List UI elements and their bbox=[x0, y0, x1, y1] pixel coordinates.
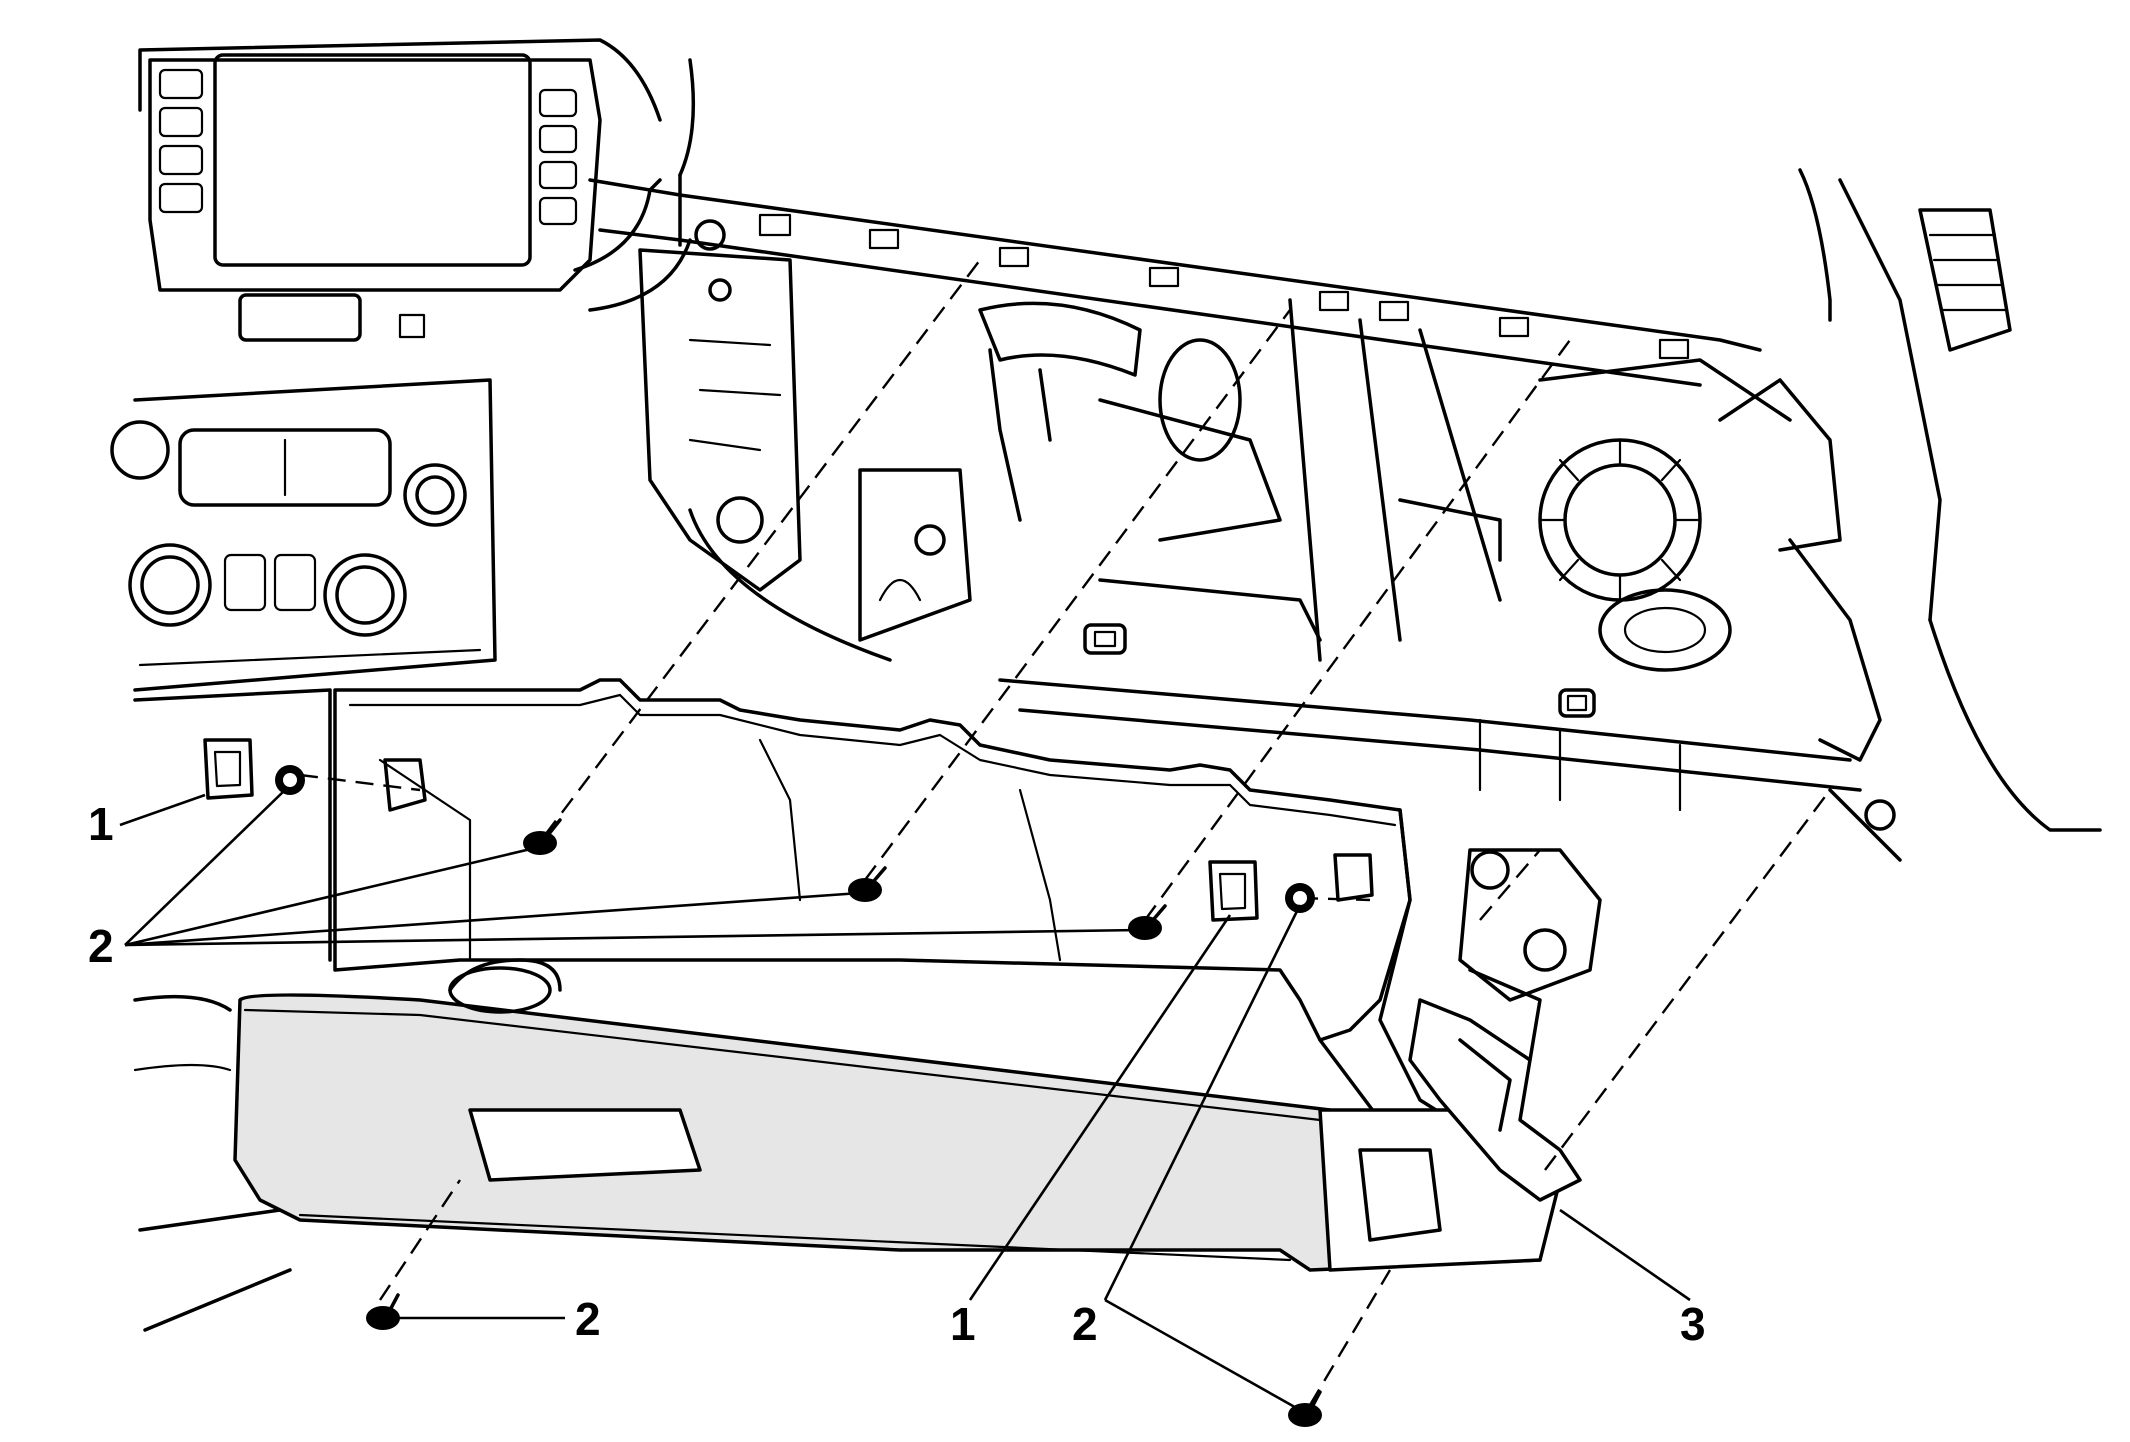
hvac-left-upper-knob bbox=[110, 420, 170, 480]
hinge-bracket bbox=[1408, 998, 1582, 1202]
actuator-motor bbox=[1458, 848, 1602, 1002]
callout-1-left: 1 bbox=[88, 798, 114, 850]
display-lower-button bbox=[238, 293, 362, 342]
hvac-right-upper-knob bbox=[403, 463, 467, 527]
fastener-left-upper bbox=[275, 765, 305, 795]
right-mounting-tab bbox=[1333, 853, 1374, 902]
left-mounting-tab bbox=[383, 758, 427, 812]
right-air-vent bbox=[1918, 208, 2012, 352]
hvac-small-buttons bbox=[223, 553, 317, 612]
hvac-right-knob bbox=[323, 553, 407, 637]
knee-bolster-trim-panel bbox=[203, 678, 1602, 1272]
retainer-clip-left bbox=[203, 738, 254, 800]
leader-lines bbox=[119, 789, 1691, 1412]
blower-motor bbox=[1598, 588, 1732, 672]
callout-2-left: 2 bbox=[88, 920, 114, 972]
installation-lines bbox=[299, 259, 1831, 1406]
fastener-2 bbox=[848, 866, 887, 902]
hvac-left-knob bbox=[128, 543, 212, 627]
fastener-3 bbox=[1128, 904, 1167, 940]
callout-2-bottom-left: 2 bbox=[575, 1293, 601, 1345]
fastener-bottom-right bbox=[1288, 1390, 1322, 1427]
fastener-bottom-left bbox=[366, 1293, 400, 1330]
radio-bezel bbox=[148, 58, 602, 292]
callout-3: 3 bbox=[1680, 1298, 1706, 1350]
hvac-panel bbox=[133, 378, 497, 692]
display-left-buttons bbox=[158, 68, 204, 214]
knee-bolster-recess bbox=[468, 1108, 702, 1182]
callout-2-bottom-right: 2 bbox=[1072, 1298, 1098, 1350]
callouts: 1 2 2 1 2 3 bbox=[88, 798, 1706, 1350]
display-lower-switch bbox=[398, 313, 426, 339]
callout-1-bottom: 1 bbox=[950, 1298, 976, 1350]
retainer-clip-center bbox=[1208, 860, 1259, 922]
knee-bolster bbox=[233, 993, 1542, 1272]
fasteners bbox=[275, 765, 1322, 1427]
instrument-panel bbox=[110, 38, 696, 1332]
display-screen bbox=[213, 53, 532, 267]
hvac-center-buttons bbox=[178, 428, 392, 507]
fastener-right-upper bbox=[1285, 883, 1315, 913]
instrument-panel-carrier bbox=[588, 168, 2102, 862]
blower-motor-top bbox=[1158, 338, 1242, 462]
display-right-buttons bbox=[538, 88, 578, 226]
